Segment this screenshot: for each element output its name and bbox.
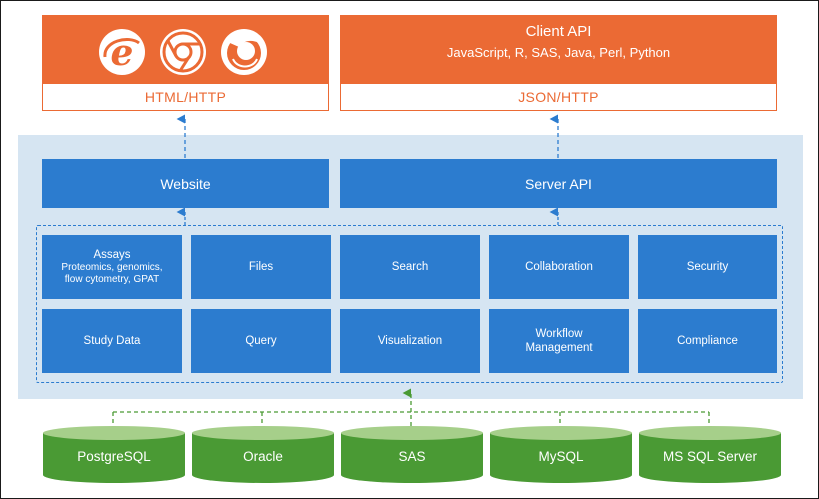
web-protocol-label: HTML/HTTP	[144, 89, 227, 105]
db-postgresql-label: PostgreSQL	[77, 449, 151, 464]
db-ms-sql-server-label: MS SQL Server	[662, 449, 758, 464]
chrome-icon	[160, 29, 206, 75]
module-assays-title: Assays	[93, 249, 131, 261]
module-query: Query	[191, 309, 331, 373]
module-assays: Assays Proteomics, genomics, flow cytome…	[42, 235, 182, 299]
api-protocol-label: JSON/HTTP	[518, 89, 599, 105]
module-files: Files	[191, 235, 331, 299]
module-compliance: Compliance	[638, 309, 777, 373]
client-api-title: Client API	[525, 23, 592, 40]
module-workflow-management: Workflow Management	[489, 309, 629, 373]
module-visualization: Visualization	[340, 309, 480, 373]
firefox-icon	[221, 29, 267, 75]
website-box: Website	[42, 159, 329, 208]
modules-frame	[36, 225, 783, 383]
module-assays-detail: Proteomics, genomics, flow cytometry, GP…	[61, 262, 163, 285]
server-api-box: Server API	[340, 159, 777, 208]
module-security: Security	[638, 235, 777, 299]
db-mysql-label: MySQL	[538, 449, 584, 464]
module-study-data: Study Data	[42, 309, 182, 373]
json-http-box: JSON/HTTP	[340, 83, 777, 111]
client-api-languages: JavaScript, R, SAS, Java, Perl, Python	[446, 45, 671, 60]
db-mysql: MySQL	[489, 425, 633, 485]
db-sas-label: SAS	[398, 449, 426, 464]
db-oracle: Oracle	[191, 425, 335, 485]
db-postgresql: PostgreSQL	[42, 425, 186, 485]
browser-clients-box: e	[42, 15, 329, 83]
db-oracle-label: Oracle	[243, 449, 283, 464]
client-api-box: Client API JavaScript, R, SAS, Java, Per…	[340, 15, 777, 83]
internet-explorer-icon: e	[99, 29, 145, 75]
db-ms-sql-server: MS SQL Server	[638, 425, 782, 485]
module-collaboration: Collaboration	[489, 235, 629, 299]
module-search: Search	[340, 235, 480, 299]
db-sas: SAS	[340, 425, 484, 485]
html-http-box: HTML/HTTP	[42, 83, 329, 111]
